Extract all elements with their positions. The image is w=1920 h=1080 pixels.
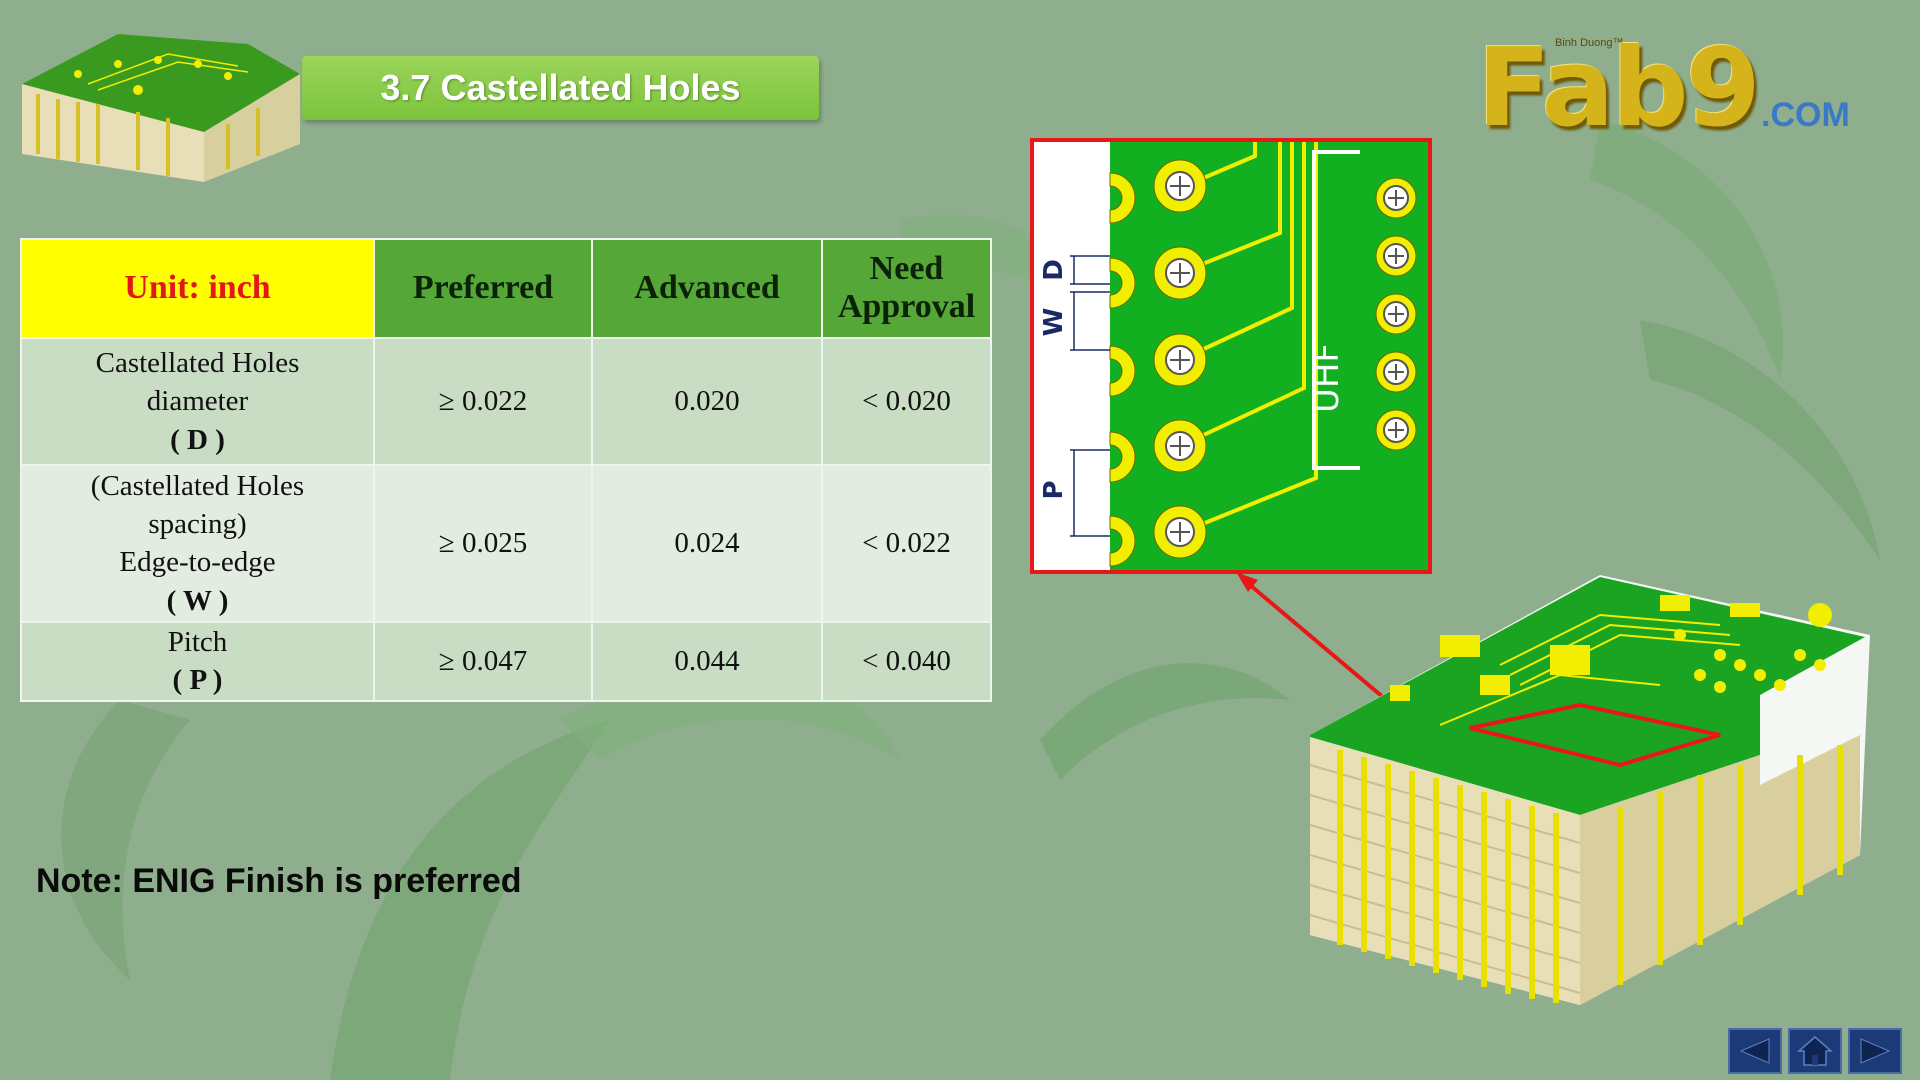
need-approval-cell: < 0.040 xyxy=(821,620,992,703)
dimension-w-label: W xyxy=(1039,308,1069,337)
fab9-logo: Fab9 Binh Duong™ .COM xyxy=(1475,26,1875,176)
page-title: 3.7 Castellated Holes xyxy=(380,67,741,108)
home-button[interactable] xyxy=(1788,1028,1842,1074)
label-line: diameter xyxy=(146,385,249,418)
castellated-holes xyxy=(1109,172,1136,567)
dimension-p-label: P xyxy=(1039,480,1069,499)
need-approval-header: Need Approval xyxy=(821,238,992,339)
table-header-row: Unit: inch Preferred Advanced Need Appro… xyxy=(20,238,992,339)
connector-pads xyxy=(1375,177,1417,451)
label-line: Pitch xyxy=(167,626,228,659)
need-approval-cell: < 0.022 xyxy=(821,464,992,623)
table-row: Castellated Holes diameter ( D ) ≥ 0.022… xyxy=(20,336,992,467)
next-slide-button[interactable] xyxy=(1848,1028,1902,1074)
advanced-cell: 0.024 xyxy=(591,464,823,623)
advanced-cell: 0.044 xyxy=(591,620,823,703)
home-icon xyxy=(1797,1036,1833,1066)
row-label: Pitch ( P ) xyxy=(20,620,375,703)
row-label: (Castellated Holes spacing) Edge-to-edge… xyxy=(20,464,375,623)
advanced-header: Advanced xyxy=(591,238,823,339)
pcb-3d-board-image xyxy=(1309,575,1870,1005)
label-line: spacing) xyxy=(148,508,247,541)
logo-wordmark: Fab9 xyxy=(1477,26,1761,151)
uhf-label: UHF xyxy=(1307,343,1347,413)
logo-domain: .COM xyxy=(1761,96,1850,134)
detail-highlight-frame xyxy=(1030,138,1432,574)
preferred-cell: ≥ 0.022 xyxy=(373,336,593,467)
label-line: Edge-to-edge xyxy=(119,546,276,579)
previous-slide-button[interactable] xyxy=(1728,1028,1782,1074)
logo-subtext: Binh Duong™ xyxy=(1555,37,1624,49)
row-symbol: ( P ) xyxy=(172,664,223,697)
label-line: (Castellated Holes xyxy=(90,469,305,502)
pcb-thumbnail-image xyxy=(22,34,300,182)
label-line: Castellated Holes xyxy=(95,347,300,380)
castellated-holes-detail-diagram: UHF D W P xyxy=(1030,138,1432,574)
preferred-cell: ≥ 0.025 xyxy=(373,464,593,623)
table-row: Pitch ( P ) ≥ 0.047 0.044 < 0.040 xyxy=(20,620,992,703)
row-symbol: ( W ) xyxy=(166,584,229,617)
dimension-lines xyxy=(1070,255,1110,537)
preferred-cell: ≥ 0.047 xyxy=(373,620,593,703)
need-approval-cell: < 0.020 xyxy=(821,336,992,467)
row-symbol: ( D ) xyxy=(170,423,225,456)
connector-outline xyxy=(1312,150,1360,470)
arrow-left-icon xyxy=(1739,1038,1770,1064)
arrow-right-icon xyxy=(1860,1038,1891,1064)
preferred-header: Preferred xyxy=(373,238,593,339)
dimension-d-label: D xyxy=(1039,259,1069,281)
finish-note: Note: ENIG Finish is preferred xyxy=(36,862,522,900)
row-label: Castellated Holes diameter ( D ) xyxy=(20,336,375,467)
advanced-cell: 0.020 xyxy=(591,336,823,467)
title-banner: 3.7 Castellated Holes xyxy=(302,56,819,120)
via-pads xyxy=(1153,159,1207,559)
castellated-holes-spec-table: Unit: inch Preferred Advanced Need Appro… xyxy=(20,238,992,703)
unit-header: Unit: inch xyxy=(20,238,375,339)
table-row: (Castellated Holes spacing) Edge-to-edge… xyxy=(20,464,992,623)
